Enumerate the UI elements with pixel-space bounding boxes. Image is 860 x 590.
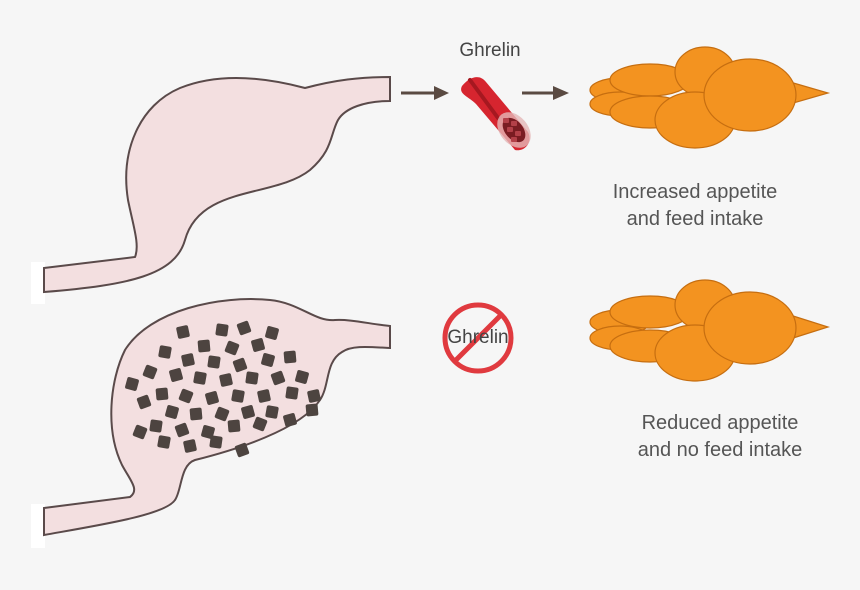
feed-pellet [214,406,230,422]
caption-reduced-appetite: Reduced appetite and no feed intake [600,410,840,464]
feed-pellet [251,338,265,352]
feed-pellet [193,371,207,385]
brain-icon [589,46,831,149]
feed-pellet [207,355,221,369]
feed-pellet [257,389,271,403]
stomach-cut-marker [31,504,45,548]
feed-pellet [155,387,169,401]
ghrelin-label: Ghrelin [459,40,521,61]
caption-increased-appetite: Increased appetite and feed intake [570,179,820,233]
feed-pellet [219,373,233,387]
feed-pellet [174,422,190,438]
arrow-right-icon [401,86,449,100]
feed-pellet [270,370,286,386]
feed-pellet [224,340,240,356]
feed-pellet [157,435,171,449]
blood-vessel-icon [461,77,531,151]
caption-line: and no feed intake [637,439,803,461]
feed-pellet [165,405,179,419]
feed-pellet [142,364,158,380]
feed-pellet [307,389,321,403]
feed-pellet [201,425,215,439]
feed-pellet [252,416,268,432]
feed-pellet [205,391,219,405]
feed-pellet [234,442,250,458]
feed-pellet [209,435,223,449]
feed-pellet [227,419,241,433]
feed-pellet [136,394,152,410]
brain-icon [589,279,830,382]
feed-pellet [183,439,197,453]
feed-pellet [265,326,279,340]
feed-pellet [178,388,194,404]
stomach-empty [31,75,391,304]
feed-pellet [215,323,229,337]
feed-pellet [181,353,195,367]
caption-line: and feed intake [626,208,764,230]
feed-pellet [236,320,252,336]
feed-pellet [169,368,183,382]
feed-pellet [232,357,248,373]
caption-line: Increased appetite [612,181,778,203]
feed-pellet [241,405,255,419]
feed-pellet [125,377,139,391]
arrow-right-icon [522,86,569,100]
feed-pellet [231,389,245,403]
feed-pellet [197,339,211,353]
feed-pellet [245,371,259,385]
feed-pellet [261,353,275,367]
feed-pellet [265,405,279,419]
ghrelin-label-blocked: Ghrelin [447,327,509,348]
feed-pellet [189,407,203,421]
feed-pellet [158,345,172,359]
feed-pellet [305,403,319,417]
feed-pellet [132,424,148,440]
feed-pellet [149,419,163,433]
feed-pellet [283,413,297,427]
feed-pellet [295,370,309,384]
feed-pellet [283,350,297,364]
feed-pellets [125,320,321,458]
stomach-full [31,298,391,548]
stomach-cut-marker [31,262,45,304]
feed-pellet [176,325,190,339]
caption-line: Reduced appetite [641,412,799,434]
prohibited-icon [442,302,514,374]
feed-pellet [285,386,299,400]
